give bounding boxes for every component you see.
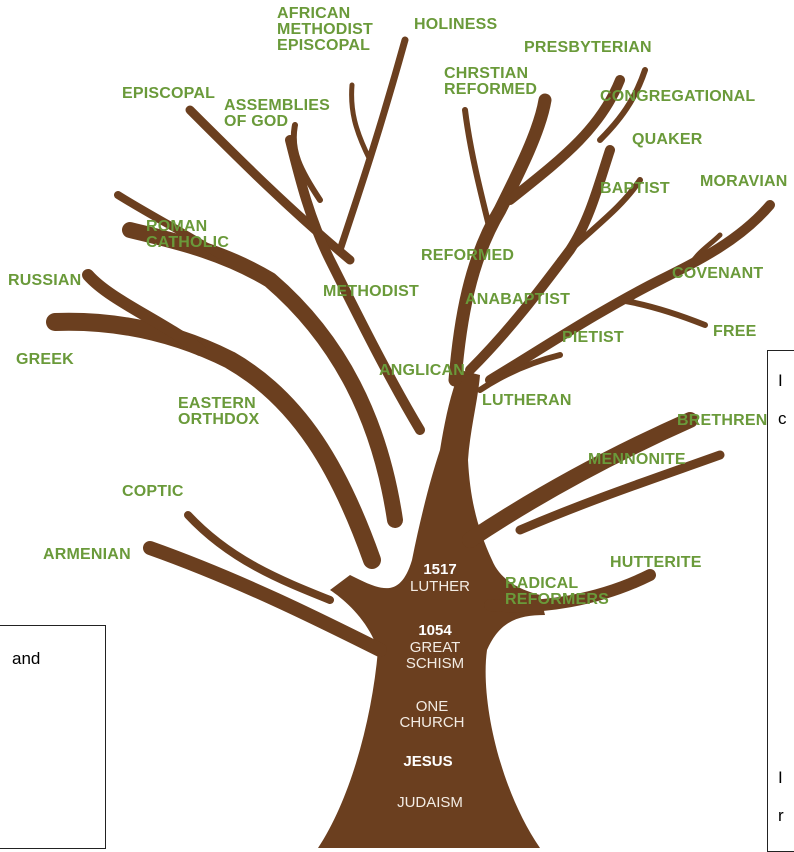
label-pietist: PIETIST [562,329,624,346]
trunk [318,370,545,848]
right-box-line-3: I [778,768,783,787]
label-eastern-orthodox: EASTERN ORTHDOX [178,395,260,428]
right-box-line-2: c [778,409,787,428]
trunk-one-church: ONE CHURCH [399,698,465,731]
branch-methodist [285,135,425,435]
branch-holiness [349,82,373,163]
label-baptist: BAPTIST [600,180,670,197]
branch-coptic [184,511,334,604]
label-assemblies-of-god: ASSEMBLIES OF GOD [224,97,331,130]
label-congregational: CONGREGATIONAL [600,88,756,105]
label-hutterite: HUTTERITE [610,554,702,571]
branch-mennonite [462,412,698,548]
label-radical-reformers: RADICAL REFORMERS [505,575,610,608]
label-armenian: ARMENIAN [43,546,131,563]
branch-baptist [557,177,643,263]
label-episcopal: EPISCOPAL [122,85,216,102]
label-reformed: REFORMED [421,247,515,264]
label-holiness: HOLINESS [414,16,498,33]
trunk-year-1517: 1517 [423,561,457,578]
label-quaker: QUAKER [632,131,703,148]
branch-congregational [597,67,648,143]
label-lutheran: LUTHERAN [482,392,572,409]
branch-free [617,297,708,328]
label-greek: GREEK [16,351,74,368]
label-african-methodist-episcopal: AFRICAN METHODIST EPISCOPAL [277,5,374,54]
label-brethren: BRETHREN [677,412,768,429]
branch-christian-reformed [462,107,493,233]
branch-episcopal [185,105,355,265]
label-covenant: COVENANT [672,265,764,282]
trunk-luther: LUTHER [409,578,470,595]
label-christian-reformed: CHRSTIAN REFORMED [444,65,538,98]
label-moravian: MORAVIAN [700,173,788,190]
branch-russian [82,269,206,356]
branch-presbyterian [505,75,625,205]
label-russian: RUSSIAN [8,272,82,289]
branch-ame [336,36,409,254]
label-free: FREE [713,323,757,340]
trunk-jesus: JESUS [403,753,453,770]
branch-reformed [448,93,552,387]
branch-roman-catholic [114,191,224,259]
left-box-text: and [12,649,41,668]
trunk-year-1054: 1054 [418,622,452,639]
branch-assemblies [290,122,323,203]
branch-brethren [515,450,725,535]
label-presbyterian: PRESBYTERIAN [524,39,652,56]
branch-eastern-orthodox [46,312,381,569]
branch-armenian [143,541,387,657]
branch-pietist [485,200,775,385]
label-anglican: ANGLICAN [379,362,466,379]
label-anabaptist: ANABAPTIST [465,291,571,308]
label-mennonite: MENNONITE [588,451,686,468]
branch-hutterite [484,569,656,613]
branch-covenant [687,232,723,268]
branch-lutheran [477,352,563,393]
right-box-line-1: I [778,371,783,390]
branch-main-left [122,222,403,528]
label-roman-catholic: ROMAN CATHOLIC [146,218,230,251]
label-methodist: METHODIST [323,283,420,300]
right-box-line-4: r [778,806,784,825]
trunk-great-schism: GREAT SCHISM [405,639,465,672]
label-coptic: COPTIC [122,483,184,500]
trunk-judaism: JUDAISM [397,794,463,811]
